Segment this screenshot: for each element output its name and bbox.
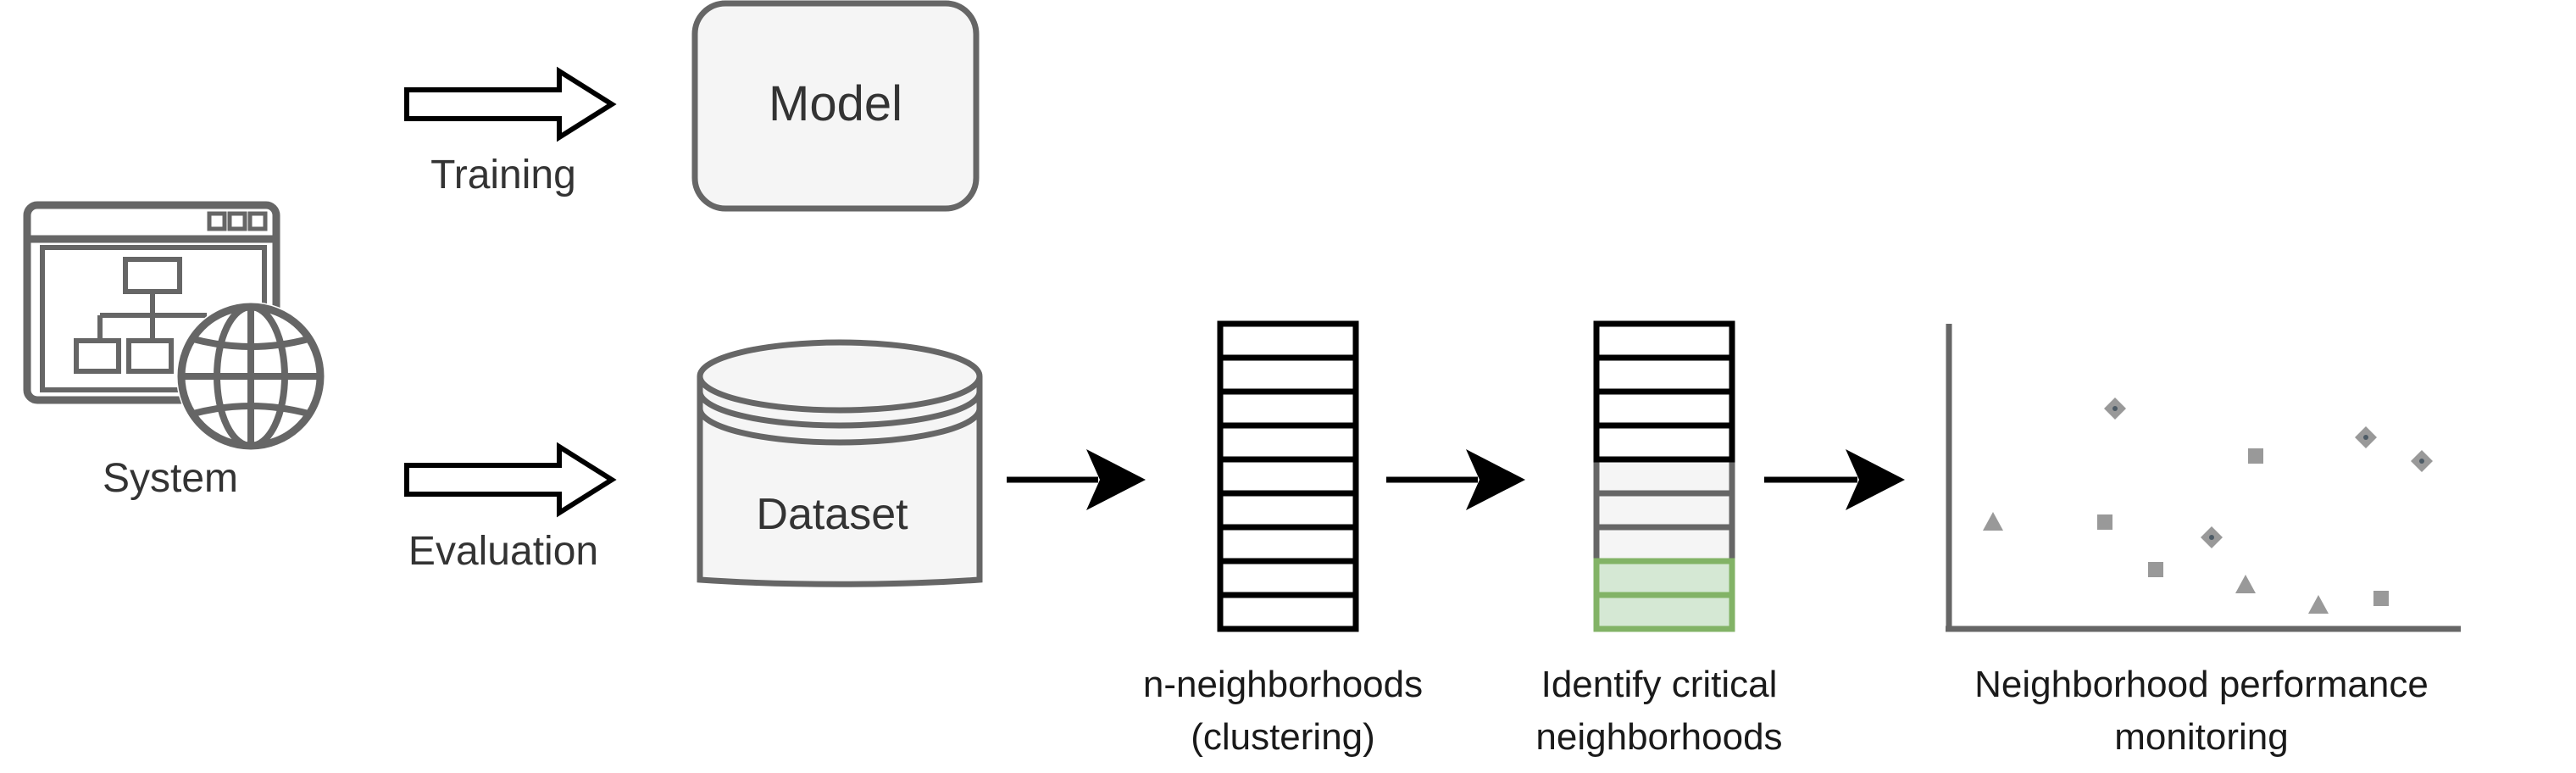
neighborhood-cell bbox=[1217, 354, 1359, 395]
neighborhood-cell bbox=[1593, 354, 1735, 395]
neighborhood-cell bbox=[1217, 592, 1359, 632]
monitoring-label-line1: Neighborhood performance bbox=[1974, 664, 2429, 705]
model-label: Model bbox=[769, 76, 902, 131]
dataset-cylinder bbox=[697, 339, 983, 587]
scatter-square-marker bbox=[2148, 562, 2163, 577]
arrow-to-monitoring-icon bbox=[1764, 449, 1905, 510]
candidate-neighborhood-cell bbox=[1593, 456, 1735, 497]
neighborhood-cell bbox=[1217, 388, 1359, 429]
neighborhoods-stack bbox=[1217, 320, 1359, 632]
critical-label-line1: Identify critical bbox=[1541, 664, 1778, 705]
system-icon bbox=[23, 201, 325, 451]
neighborhood-cell bbox=[1593, 388, 1735, 429]
scatter-diamond-dot bbox=[2363, 435, 2368, 440]
critical-neighborhood-cell bbox=[1593, 558, 1735, 598]
neighborhood-cell bbox=[1593, 422, 1735, 463]
neighborhood-cell bbox=[1217, 320, 1359, 361]
scatter-square-marker bbox=[2248, 448, 2263, 464]
scatter-square-marker bbox=[2097, 514, 2112, 530]
scatter-triangle-marker bbox=[2235, 575, 2256, 593]
scatter-diamond-dot bbox=[2209, 535, 2214, 540]
scatter-triangle-marker bbox=[2308, 595, 2329, 614]
neighborhood-cell bbox=[1217, 422, 1359, 463]
monitoring-label-line2: monitoring bbox=[2114, 716, 2288, 758]
neighborhood-cell bbox=[1593, 320, 1735, 361]
scatter-diamond-dot bbox=[2419, 459, 2424, 464]
candidate-neighborhood-cell bbox=[1593, 524, 1735, 564]
evaluation-label: Evaluation bbox=[408, 529, 598, 574]
critical-neighborhood-cell bbox=[1593, 592, 1735, 632]
neighborhood-cell bbox=[1217, 524, 1359, 564]
monitoring-scatter-markers bbox=[1983, 398, 2433, 614]
scatter-diamond-dot bbox=[2112, 406, 2118, 411]
neighborhood-cell bbox=[1217, 456, 1359, 497]
evaluation-arrow-icon bbox=[404, 442, 617, 518]
arrow-to-critical-icon bbox=[1386, 449, 1525, 510]
system-label: System bbox=[103, 456, 238, 501]
neighborhood-cell bbox=[1217, 490, 1359, 531]
arrow-to-neighborhoods-icon bbox=[1007, 449, 1146, 510]
neighborhoods-label-line1: n-neighborhoods bbox=[1143, 664, 1423, 705]
training-label: Training bbox=[430, 153, 576, 197]
candidate-neighborhood-cell bbox=[1593, 490, 1735, 531]
training-arrow-icon bbox=[404, 66, 617, 142]
monitoring-axes bbox=[1946, 324, 2461, 632]
critical-label-line2: neighborhoods bbox=[1535, 716, 1782, 758]
model-box bbox=[691, 0, 980, 212]
scatter-triangle-marker bbox=[1983, 512, 2003, 531]
dataset-label: Dataset bbox=[756, 490, 908, 539]
neighborhoods-label-line2: (clustering) bbox=[1191, 716, 1375, 758]
neighborhood-cell bbox=[1217, 558, 1359, 598]
scatter-square-marker bbox=[2373, 591, 2389, 606]
critical-neighborhoods-stack bbox=[1593, 320, 1735, 632]
